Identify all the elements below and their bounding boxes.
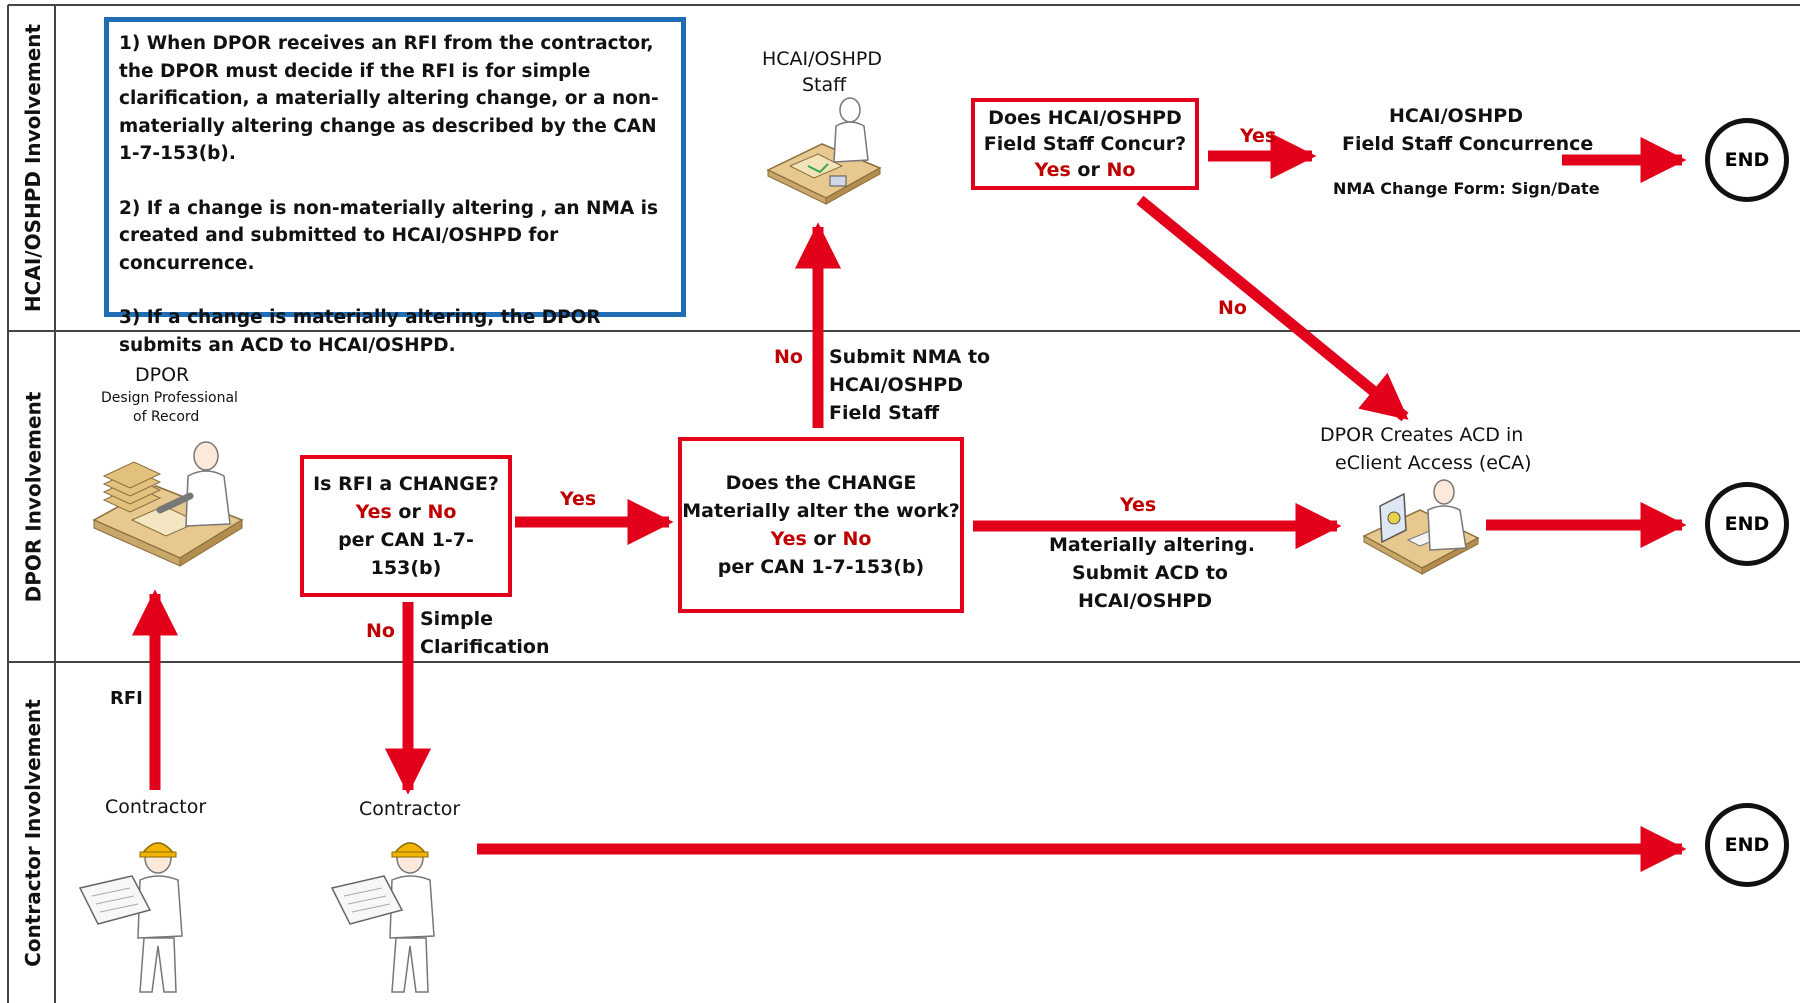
staff-desk-illustration (766, 97, 882, 205)
simple-clarification-2: Clarification (420, 636, 550, 658)
lane-label-dpor: DPOR Involvement (21, 391, 45, 602)
decision-concur-line2: Field Staff Concur? (983, 133, 1187, 155)
material-yes-label: Yes (1120, 494, 1157, 516)
contractor-label-1: Contractor (105, 796, 207, 818)
decision-concur-yes: Yes (1034, 159, 1071, 181)
materially-altering-3: HCAI/OSHPD (1078, 590, 1212, 612)
decision-material-no: No (842, 528, 872, 550)
concur-no-label: No (1218, 297, 1247, 319)
decision-rfi-no: No (427, 501, 457, 523)
dpor-title: DPOR (135, 364, 190, 386)
decision-material-line1: Does the CHANGE (725, 472, 917, 494)
decision-material-or: or (813, 528, 836, 550)
lane-label-contractor: Contractor Involvement (21, 698, 45, 967)
staff-label-line1: HCAI/OSHPD (762, 48, 882, 70)
dpor-subtitle-1: Design Professional (101, 390, 238, 406)
decision-material-alter: Does the CHANGE Materially alter the wor… (678, 437, 964, 613)
end-terminal-middle: END (1705, 482, 1789, 566)
end-terminal-top: END (1705, 118, 1789, 202)
decision-material-line2: Materially alter the work? (682, 500, 960, 522)
end-terminal-bottom: END (1705, 803, 1789, 887)
decision-concur-or: or (1077, 159, 1100, 181)
simple-clarification-1: Simple (420, 608, 493, 630)
eca-label-line1: DPOR Creates ACD in (1320, 424, 1524, 446)
decision-rfi-line1: Is RFI a CHANGE? (313, 473, 499, 495)
submit-nma-3: Field Staff (829, 402, 940, 424)
concurrence-label-1: HCAI/OSHPD (1389, 105, 1523, 127)
decision-rfi-line3: per CAN 1-7-153(b) (338, 529, 474, 579)
rfi-label: RFI (110, 688, 143, 709)
decision-material-yes: Yes (770, 528, 807, 550)
instructions-note: 1) When DPOR receives an RFI from the co… (104, 17, 686, 356)
contractor-illustration-1 (78, 842, 183, 993)
decision-rfi-change: Is RFI a CHANGE? Yes or No per CAN 1-7-1… (300, 455, 512, 597)
decision-material-line4: per CAN 1-7-153(b) (717, 556, 925, 578)
note-step-2: 2) If a change is non-materially alterin… (119, 197, 658, 274)
materially-altering-2: Submit ACD to (1072, 562, 1228, 584)
materially-altering-1: Materially altering. (1049, 534, 1255, 556)
eca-computer-illustration (1362, 479, 1480, 575)
submit-nma-1: Submit NMA to (829, 346, 991, 368)
submit-nma-2: HCAI/OSHPD (829, 374, 963, 396)
concurrence-label-2: Field Staff Concurrence (1342, 133, 1594, 155)
decision-rfi-yes: Yes (355, 501, 392, 523)
decision-rfi-or: or (398, 501, 421, 523)
decision-concur-line1: Does HCAI/OSHPD (988, 107, 1182, 129)
rfi-change-yes-label: Yes (560, 488, 597, 510)
dpor-subtitle-2: of Record (133, 409, 200, 425)
eca-label-line2: eClient Access (eCA) (1335, 452, 1532, 474)
decision-concur: Does HCAI/OSHPD Field Staff Concur? Yes … (971, 98, 1199, 190)
nma-change-form-label: NMA Change Form: Sign/Date (1333, 179, 1600, 198)
concur-yes-label: Yes (1240, 125, 1277, 147)
staff-label-line2: Staff (802, 74, 847, 96)
contractor-illustration-2 (330, 842, 435, 993)
note-step-3: 3) If a change is materially altering, t… (119, 307, 601, 356)
arrow-concur-no (1136, 195, 1409, 422)
contractor-label-2: Contractor (359, 798, 461, 820)
dpor-desk-illustration (92, 441, 244, 567)
material-no-label: No (774, 346, 803, 368)
note-step-1: 1) When DPOR receives an RFI from the co… (119, 33, 659, 164)
lane-frame (7, 4, 1800, 1003)
decision-concur-no: No (1106, 159, 1136, 181)
rfi-change-no-label: No (366, 620, 395, 642)
lane-label-hcai: HCAI/OSHPD Involvement (21, 23, 45, 313)
